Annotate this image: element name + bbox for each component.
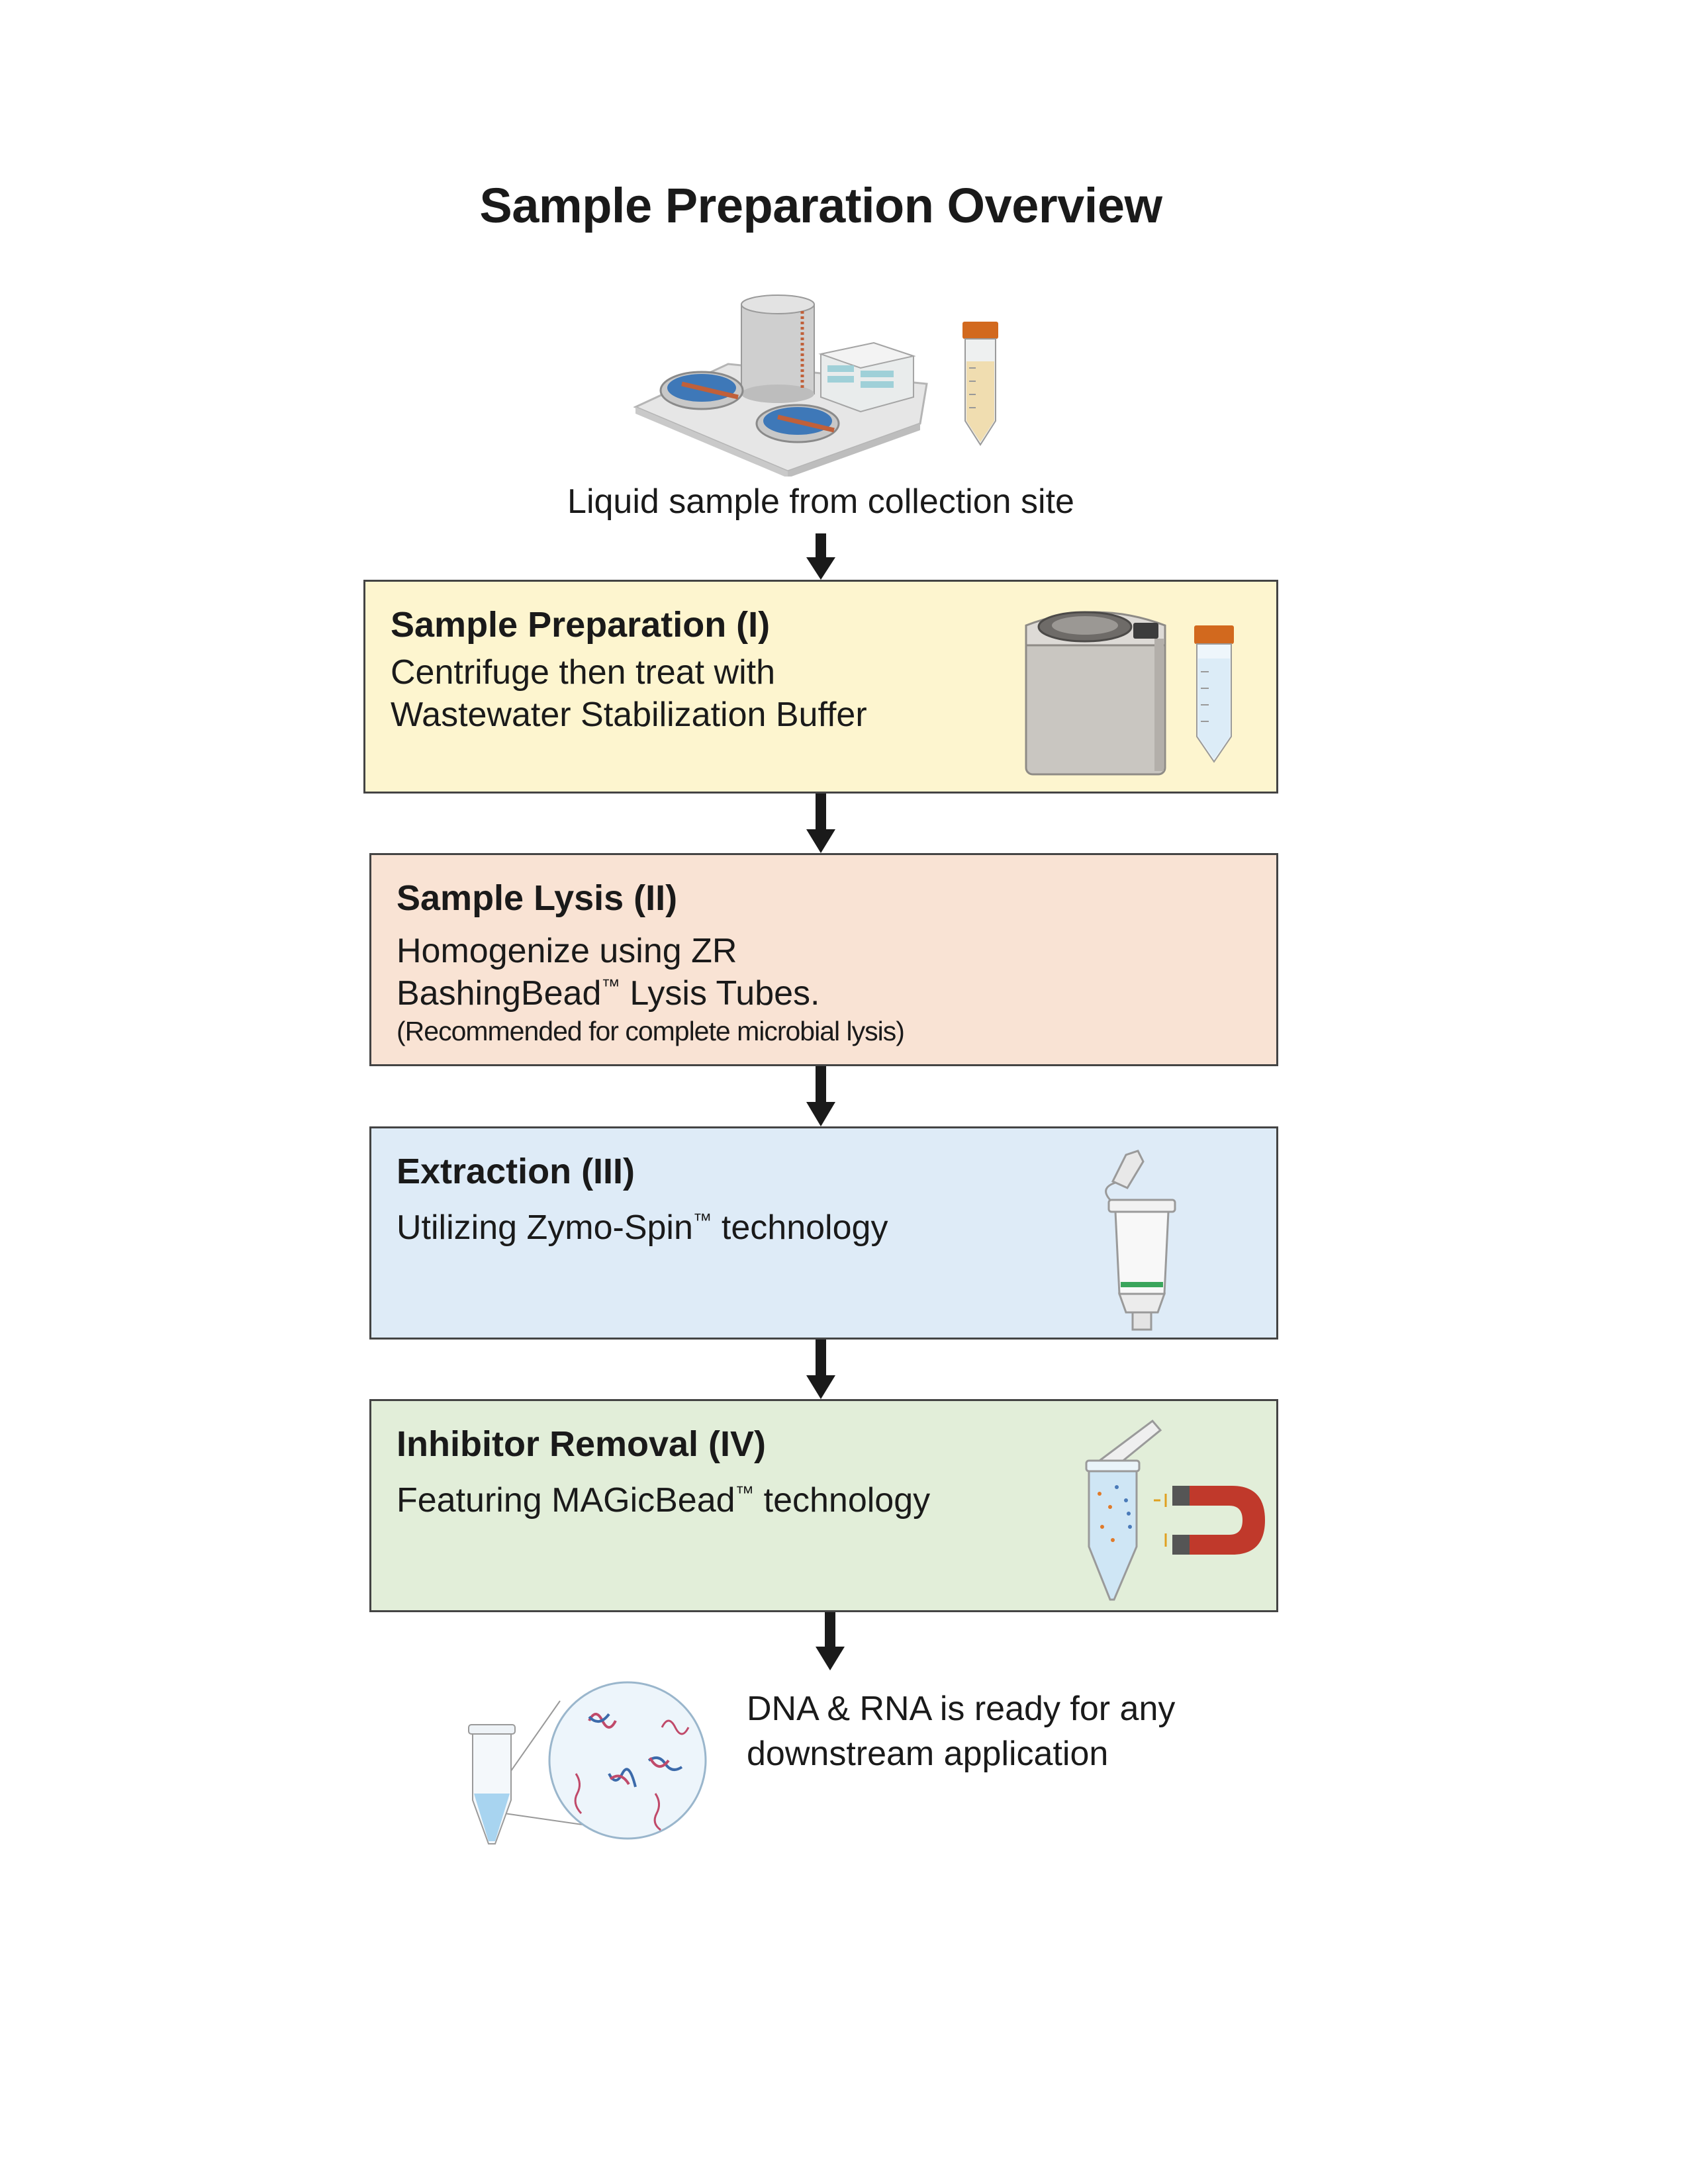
product-suffix: technology xyxy=(754,1481,931,1520)
step-inhibitor-removal: Inhibitor Removal (IV) Featuring MAGicBe… xyxy=(369,1399,1278,1612)
trademark-symbol: ™ xyxy=(692,1210,712,1232)
spin-column-icon xyxy=(1105,1150,1176,1331)
sample-tube-icon xyxy=(962,322,998,446)
source-caption: Liquid sample from collection site xyxy=(567,482,1074,521)
product-suffix: technology xyxy=(712,1208,888,1247)
final-caption: DNA & RNA is ready for any downstream ap… xyxy=(747,1686,1175,1776)
product-name: BashingBead xyxy=(397,974,602,1013)
flow-arrow-icon xyxy=(806,794,835,853)
product-suffix: Lysis Tubes. xyxy=(620,974,820,1013)
page-title: Sample Preparation Overview xyxy=(479,178,1162,233)
dna-rna-magnified-icon xyxy=(468,1681,707,1844)
step-heading: Inhibitor Removal (IV) xyxy=(397,1424,767,1464)
step-note: (Recommended for complete microbial lysi… xyxy=(397,1016,905,1046)
step-heading: Extraction (III) xyxy=(397,1152,635,1191)
trademark-symbol: ™ xyxy=(735,1482,755,1504)
step-sample-preparation: Sample Preparation (I) Centrifuge then t… xyxy=(363,580,1278,794)
centrifuge-tube-icon xyxy=(1194,625,1234,763)
final-caption-line: downstream application xyxy=(747,1735,1109,1773)
flow-arrow-icon xyxy=(806,1340,835,1399)
product-name: Featuring MAGicBead xyxy=(397,1481,735,1520)
step-sample-lysis: Sample Lysis (II) Homogenize using ZR Ba… xyxy=(369,853,1278,1066)
step-description: Featuring MAGicBead™ technology xyxy=(397,1479,930,1522)
step-description: Utilizing Zymo-Spin™ technology xyxy=(397,1206,888,1249)
product-name: Utilizing Zymo-Spin xyxy=(397,1208,693,1247)
step-description: Homogenize using ZR BashingBead™ Lysis T… xyxy=(397,930,820,1015)
final-caption-line: DNA & RNA is ready for any xyxy=(747,1690,1176,1728)
step-description-line: Wastewater Stabilization Buffer xyxy=(391,696,867,734)
trademark-symbol: ™ xyxy=(601,976,620,997)
step-heading: Sample Preparation (I) xyxy=(391,605,771,645)
flow-arrow-icon xyxy=(816,1612,845,1670)
step-heading: Sample Lysis (II) xyxy=(397,878,678,918)
step-description-line: Homogenize using ZR xyxy=(397,932,737,970)
flow-arrow-icon xyxy=(806,533,835,580)
flow-arrow-icon xyxy=(806,1066,835,1126)
magnet-tube-icon xyxy=(1085,1419,1265,1601)
step-description: Centrifuge then treat with Wastewater St… xyxy=(391,651,867,736)
treatment-plant-icon xyxy=(633,295,928,477)
step-extraction: Extraction (III) Utilizing Zymo-Spin™ te… xyxy=(369,1126,1278,1340)
step-description-line: BashingBead™ Lysis Tubes. xyxy=(397,972,820,1015)
step-description-line: Centrifuge then treat with xyxy=(391,653,775,692)
centrifuge-icon xyxy=(1025,611,1166,776)
